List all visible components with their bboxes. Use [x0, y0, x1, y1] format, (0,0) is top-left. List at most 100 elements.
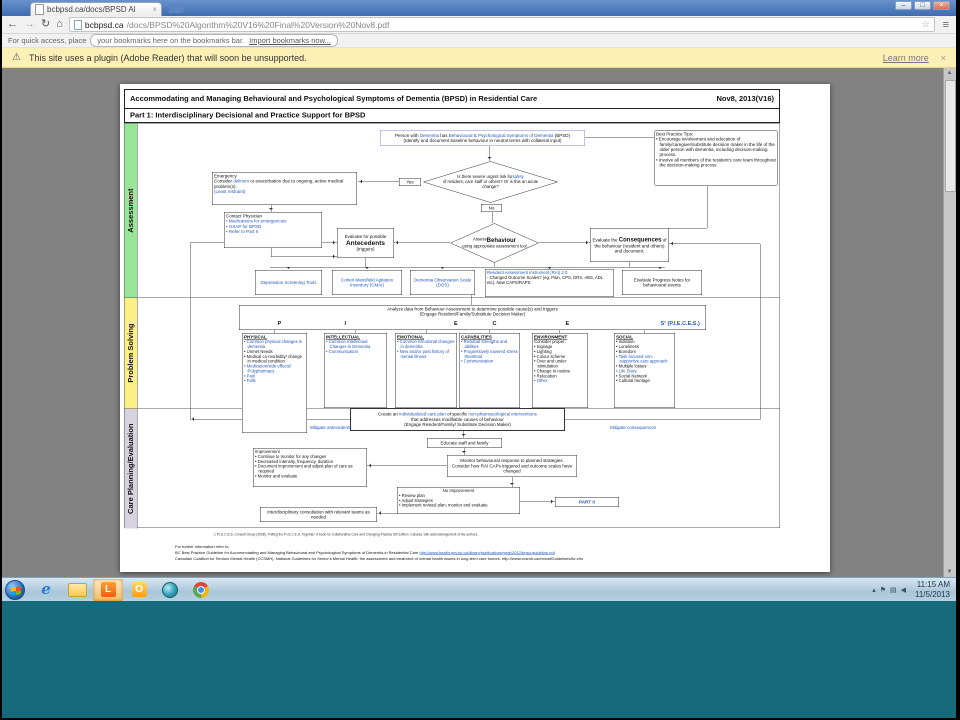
line — [585, 137, 654, 138]
show-hidden-icons-icon[interactable]: ▴ — [872, 586, 876, 594]
best-practice-title: Best Practice Tips: — [656, 131, 694, 137]
depression-screening-box[interactable]: Depression Screening Tools — [255, 270, 322, 295]
new-tab-button[interactable] — [167, 4, 188, 13]
environment-title: ENVIRONMENT — [534, 334, 568, 340]
no-label-box: No — [481, 204, 502, 212]
tab-close-icon[interactable]: × — [152, 5, 157, 14]
taskbar-item-lync[interactable]: L — [93, 578, 123, 601]
browser-tab[interactable]: bcbpsd.ca/docs/BPSD Al × — [30, 2, 162, 16]
emergency-box: Emergency Consider delirium or exacerbat… — [212, 172, 357, 205]
volume-icon[interactable]: ◀ — [900, 586, 906, 594]
cmai-box[interactable]: Cohen Mansfield Agitation Inventory (CMA… — [332, 270, 402, 295]
line — [520, 501, 555, 502]
text-run: Behavioural & Psychological Symptoms of … — [448, 132, 554, 138]
antecedents-word: Antecedents — [345, 238, 386, 247]
line — [494, 263, 495, 267]
taskbar-item-internet-explorer[interactable]: e — [31, 579, 61, 601]
maximize-button[interactable]: □ — [914, 1, 931, 10]
arrowhead — [377, 511, 381, 515]
bookmark-star-icon[interactable]: ☆ — [921, 19, 930, 29]
monitor-line2: Consider how RAI CAPs triggered and outc… — [451, 463, 573, 474]
arrowhead — [658, 267, 662, 271]
reload-button[interactable]: ↻ — [41, 18, 51, 30]
network-icon[interactable]: ▤ — [889, 586, 897, 594]
home-button[interactable]: ⌂ — [56, 18, 63, 30]
minimize-button[interactable]: – — [895, 1, 912, 10]
assessment-band: Assessment — [124, 123, 780, 298]
list-item: Colour scheme — [534, 354, 586, 359]
vertical-scrollbar[interactable]: ▲ ▼ — [943, 68, 956, 577]
mitigate-consequences-label[interactable]: Mitigate consequences — [610, 425, 657, 430]
line — [559, 329, 560, 333]
line — [669, 228, 707, 229]
list-item: Loneliness — [616, 344, 673, 350]
browser-window: bcbpsd.ca/docs/BPSD Al × – □ × ← → ↻ ⌂ b… — [2, 0, 956, 577]
line — [512, 477, 513, 487]
taskbar-item-outlook[interactable]: O — [124, 579, 154, 601]
intellectual-title: INTELLECTUAL — [326, 334, 360, 340]
text-run: of resident, care staff or others? Or is… — [442, 179, 539, 189]
menu-icon[interactable]: ≡ — [942, 18, 949, 31]
further-info-block: For further information refer to: BC Bes… — [175, 544, 810, 562]
least-restraint-link[interactable]: (Least restraint) — [214, 189, 246, 195]
text-run: Behaviour — [486, 236, 517, 244]
no-improvement-box: No Improvement Review planAdjust strateg… — [397, 487, 520, 514]
taskbar-item-explorer[interactable] — [62, 579, 92, 601]
close-button[interactable]: × — [933, 1, 950, 10]
assess-behaviour-diamond: Assess Behaviour using appropriate asses… — [450, 223, 539, 263]
line — [471, 295, 472, 305]
text-run: Is there severe urgent risk for — [457, 174, 513, 180]
rai-title[interactable]: Resident Assessment Instrument (RAI) 2.0 — [487, 270, 568, 275]
line — [489, 329, 490, 333]
text-run: non-pharmacological interventions — [468, 411, 537, 417]
list-item: Progressively lowered stress threshold — [461, 349, 518, 359]
environment-column: ENVIRONMENT Consider proper: SignageLigh… — [532, 333, 588, 408]
pdf-header: Accommodating and Managing Behavioural a… — [124, 89, 780, 109]
social-title: SOCIAL — [616, 334, 634, 340]
browser-toolbar: ← → ↻ ⌂ bcbpsd.ca /docs/BPSD%20Algorithm… — [2, 16, 956, 34]
list-item: GSAP for BPSD — [226, 224, 320, 229]
part2-box[interactable]: PART II — [555, 497, 619, 507]
taskbar-item-globe-app[interactable] — [155, 579, 185, 601]
emotional-title: EMOTIONAL — [397, 334, 424, 340]
yes-label-box: Yes — [399, 178, 421, 186]
warning-close-icon[interactable]: × — [940, 52, 946, 63]
list-item: Other — [534, 378, 586, 384]
line — [271, 248, 272, 257]
arrowhead — [669, 241, 673, 246]
back-button[interactable]: ← — [7, 18, 18, 30]
arrowhead — [269, 208, 273, 212]
list-item: Multiple losses — [616, 364, 673, 369]
scrollbar-thumb[interactable] — [945, 80, 956, 192]
physical-list: Common physical changes in dementiaUnmet… — [244, 339, 305, 384]
scroll-down-icon[interactable]: ▼ — [946, 569, 953, 575]
further-info-line1: BC Best Practice Guideline for Accommoda… — [175, 550, 810, 556]
diamond-shape — [450, 223, 539, 263]
improvement-title: Improvement — [255, 449, 280, 454]
pieces-letter: E — [565, 320, 570, 327]
line — [426, 329, 427, 333]
list-item: Isolation — [616, 339, 673, 345]
action-center-flag-icon[interactable]: ⚑ — [879, 586, 886, 594]
taskbar-clock[interactable]: 11:15 AM 11/5/2013 — [910, 580, 950, 600]
consequences-text: Evaluate the Consequences of the behavio… — [592, 235, 667, 254]
import-bookmarks-link[interactable]: Import bookmarks now... — [249, 36, 331, 45]
mitigate-antecedents-label[interactable]: Mitigate antecedents — [310, 425, 352, 430]
forward-button[interactable]: → — [24, 18, 35, 30]
text-run: Consequences — [618, 235, 662, 243]
learn-more-link[interactable]: Learn more — [882, 52, 929, 63]
lync-icon: L — [100, 582, 116, 597]
internet-explorer-icon: e — [41, 580, 51, 598]
bookmarks-bar: For quick access, place your bookmarks h… — [2, 34, 956, 48]
contact-physician-title: Contact Physician — [226, 213, 263, 219]
address-bar[interactable]: bcbpsd.ca /docs/BPSD%20Algorithm%20V16%2… — [68, 17, 935, 32]
warning-icon: ⚠ — [12, 52, 21, 63]
text-run: http://www.ccsmh.ca/en/natlGuidelines/lt… — [501, 556, 584, 562]
start-button[interactable] — [5, 579, 25, 600]
list-item: Common Emotional changes in dementia — [397, 339, 455, 350]
dos-box[interactable]: Dementia Observation Scale (DOS) — [410, 270, 475, 295]
plugin-warning-bar: ⚠ This site uses a plugin (Adobe Reader)… — [2, 48, 956, 68]
pdf-viewer: Accommodating and Managing Behavioural a… — [2, 68, 956, 577]
taskbar-item-chrome[interactable] — [186, 579, 216, 601]
scroll-up-icon[interactable]: ▲ — [946, 70, 953, 76]
